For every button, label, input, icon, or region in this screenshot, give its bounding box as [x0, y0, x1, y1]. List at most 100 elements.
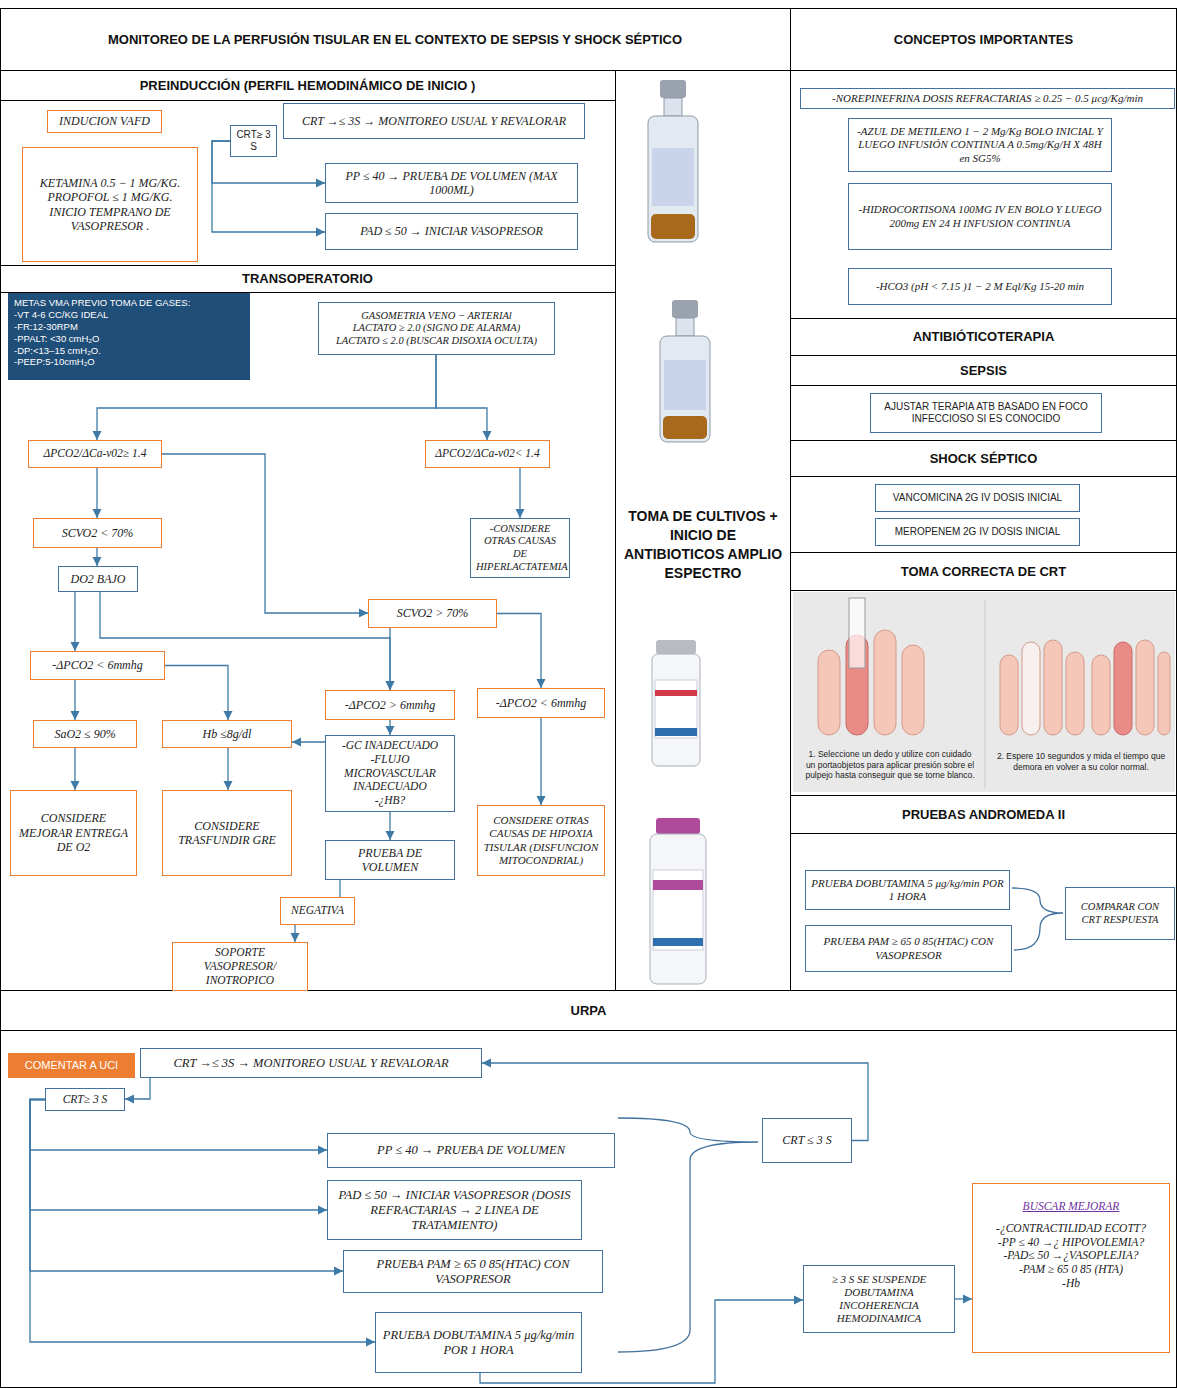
action-box: CONSIDERE OTRAS CAUSAS DE HIPOXIA TISULA… [477, 805, 605, 876]
outer-border [1, 9, 1177, 1388]
action-box: SaO2 ≤ 90% [33, 720, 137, 748]
section-label-text: TOMA CORRECTA DE CRT [901, 564, 1066, 579]
vial-amber [660, 300, 710, 442]
action-box: INDUCION VAFD [47, 110, 162, 133]
vial-meropenem-part [650, 834, 706, 984]
node-text: -NOREPINEFRINA DOSIS REFRACTARIAS ≥ 0.25… [832, 92, 1143, 105]
node-text: DO2 BAJO [71, 572, 126, 586]
connector [519, 468, 520, 518]
process-box: PRUEBA DE VOLUMEN [325, 840, 455, 880]
process-box: PRUEBA DOBUTAMINA 5 μg/kg/min POR 1 HORA [805, 870, 1010, 910]
vial-vancomycin-part [655, 690, 697, 696]
connector [389, 812, 390, 840]
connector [74, 592, 75, 651]
process-box: PRUEBA PAM ≥ 65 0 85(HTAC) CON VASOPRESO… [805, 925, 1012, 972]
section-label: ANTIBIÓTICOTERAPIA [790, 318, 1177, 355]
section-label: 1. Seleccione un dedo y utilize con cuid… [800, 742, 980, 788]
crt-hand-illustration-part [1114, 642, 1132, 735]
process-box: CRT≥ 3 S [45, 1088, 125, 1111]
node-text: CRT →≤ 3S → MONITOREO USUAL Y REVALORAR [173, 1056, 448, 1071]
section-label: 2. Espere 10 segundos y mida el tiempo q… [990, 742, 1172, 782]
node-text: PP ≤ 40 → PRUEBA DE VOLUMEN (MAX 1000ML) [331, 169, 572, 198]
node-text: CRT →≤ 3S → MONITOREO USUAL Y REVALORAR [302, 114, 566, 128]
crt-hand-illustration-part [1066, 652, 1084, 735]
section-label: PRUEBAS ANDROMEDA II [790, 795, 1177, 833]
crt-hand-illustration-part [818, 650, 840, 735]
grid-line [0, 100, 615, 101]
connector [389, 628, 390, 690]
node-text: AJUSTAR TERAPIA ATB BASADO EN FOCO INFEC… [876, 401, 1096, 425]
node-text: -ΔPCO2 < 6mmhg [496, 696, 586, 710]
grid-line [790, 795, 1177, 796]
node-text: CONSIDERE TRASFUNDIR GRE [168, 819, 286, 848]
process-box: -GC INADECUADO-FLUJO MICROVASCULAR INADE… [325, 735, 455, 812]
node-text: PRUEBA DOBUTAMINA 5 μg/kg/min POR 1 HORA [381, 1328, 576, 1358]
node-text: SCVO2 > 70% [397, 606, 469, 620]
connector [30, 1100, 375, 1343]
section-label: URPA [0, 990, 1177, 1030]
crt-hand-illustration-part [874, 630, 896, 735]
node-text: NEGATIVA [291, 904, 344, 918]
action-box: ΔPCO2/ΔCa-v02≥ 1.4 [28, 440, 162, 468]
node-text: PRUEBA PAM ≥ 65 0 85(HTAC) CON VASOPRESO… [349, 1257, 597, 1287]
node-text: -ΔPCO2 > 6mmhg [345, 698, 435, 712]
connector [436, 355, 487, 440]
section-label-text: 2. Espere 10 segundos y mida el tiempo q… [994, 751, 1168, 772]
grid-line [790, 318, 1177, 319]
process-box: CRT ≤ 3 S [762, 1118, 852, 1163]
node-text: SOPORTE VASOPRESOR/ INOTROPICO [178, 946, 302, 987]
process-box: -CONSIDERE OTRAS CAUSAS DE HIPERLACTATEM… [470, 518, 570, 578]
vial-amber-part [651, 214, 695, 239]
urpa-bracket [618, 1118, 758, 1352]
connector [292, 741, 325, 742]
node-text: CONSIDERE OTRAS CAUSAS DE HIPOXIA TISULA… [483, 814, 599, 867]
connector [96, 468, 97, 518]
crt-hand-illustration [793, 592, 1175, 792]
process-box: -NOREPINEFRINA DOSIS REFRACTARIAS ≥ 0.25… [800, 88, 1175, 109]
action-box: -ΔPCO2 < 6mmhg [477, 688, 605, 718]
node-text: PAD ≤ 50 → INICIAR VASOPRESOR (DOSIS REF… [333, 1188, 576, 1233]
vial-vancomycin [652, 640, 700, 766]
vial-amber-part [663, 416, 707, 439]
crt-hand-illustration-part [1158, 652, 1170, 735]
grid-line [0, 70, 1177, 71]
vial-amber-part [664, 360, 706, 410]
process-box: ≥ 3 S SE SUSPENDE DOBUTAMINA INCOHERENCI… [803, 1265, 955, 1333]
node-text: ≥ 3 S SE SUSPENDE DOBUTAMINA INCOHERENCI… [809, 1273, 949, 1326]
node-text: -HCO3 (pH < 7.15 )1 − 2 M Eql/Kg 15-20 m… [876, 280, 1084, 293]
grid-line [790, 552, 1177, 553]
connector [165, 666, 228, 721]
connector [162, 454, 368, 613]
node-text: -VT 4-6 CC/KG IDEAL [14, 309, 108, 321]
diagram-title-text: MONITOREO DE LA PERFUSIÓN TISULAR EN EL … [108, 32, 682, 47]
node-text: CRT≥ 3 S [63, 1093, 108, 1107]
connector [339, 880, 340, 897]
connector [294, 925, 295, 942]
process-box: PAD ≤ 50 → INICIAR VASOPRESOR [325, 213, 578, 250]
vial-vancomycin-part [655, 728, 697, 736]
vial-amber-part [660, 80, 686, 98]
process-box: -HIDROCORTISONA 100MG IV EN BOLO Y LUEGO… [848, 183, 1112, 250]
action-box: KETAMINA 0.5 − 1 MG/KG. PROPOFOL ≤ 1 MG/… [22, 147, 198, 262]
connector [955, 1298, 972, 1299]
vial-meropenem-part [653, 870, 703, 950]
node-text: BUSCAR MEJORAR [1023, 1200, 1120, 1214]
connector [74, 680, 75, 720]
node-text: PP ≤ 40 → PRUEBA DE VOLUMEN [377, 1143, 565, 1158]
andromeda-bracket [1012, 888, 1063, 950]
node-text: PRUEBA PAM ≥ 65 0 85(HTAC) CON VASOPRESO… [811, 935, 1006, 961]
grid-line [790, 590, 1177, 591]
node-text: -¿HB? [375, 794, 406, 808]
node-text: -FLUJO MICROVASCULAR INADECUADO [331, 753, 449, 794]
node-text: PRUEBA DOBUTAMINA 5 μg/kg/min POR 1 HORA [811, 877, 1004, 903]
section-label-text: PRUEBAS ANDROMEDA II [902, 807, 1065, 822]
node-text: COMENTAR A UCI [25, 1059, 118, 1072]
vial-amber-part [664, 98, 682, 116]
section-label: TOMA CORRECTA DE CRT [790, 552, 1177, 590]
process-box: DO2 BAJO [58, 566, 138, 592]
action-box: Hb ≤8g/dl [162, 720, 292, 748]
action-box: NEGATIVA [280, 897, 355, 925]
node-text: VANCOMICINA 2G IV DOSIS INICIAL [893, 492, 1062, 504]
node-text: SCVO2 < 70% [62, 526, 134, 540]
